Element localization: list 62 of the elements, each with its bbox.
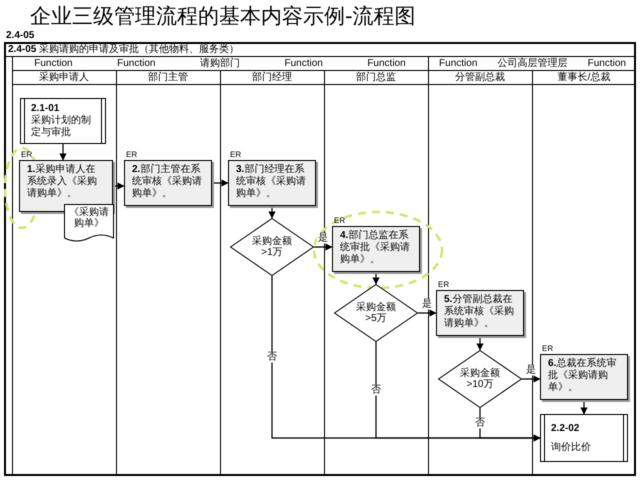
lane-name: 分管副总裁 — [455, 72, 505, 84]
system-tag: ER — [334, 216, 346, 225]
flow-arrow — [522, 375, 541, 383]
header-label: 公司高层管理层 — [498, 58, 568, 70]
system-tag: ER — [542, 344, 554, 353]
condition-text: 采购金额>5万 — [356, 302, 396, 324]
step-text: 2.部门主管在系统审核《采购请购单》。 — [132, 164, 203, 200]
edge-label: 否 — [266, 352, 278, 362]
lane-name: 部门经理 — [252, 72, 292, 84]
header-label: Function — [439, 58, 478, 70]
edge-label: 否 — [370, 384, 382, 396]
condition-text: 采购金额>10万 — [460, 368, 500, 390]
edge-label: 是 — [317, 232, 329, 244]
flow-arrow — [212, 179, 229, 187]
step-text: 1.采购申请人在系统录入《采购请购单》。 — [27, 164, 98, 200]
flow-arrow — [314, 243, 333, 251]
system-tag: ER — [438, 280, 450, 289]
lane-name: 采购申请人 — [39, 72, 89, 84]
lane-name: 董事长/总裁 — [558, 72, 610, 84]
step-text: 5.分管副总裁在系统审核《采购请购单》。 — [444, 294, 515, 330]
header-label: Function — [367, 58, 406, 70]
diagram-code: 2.4-05 — [6, 30, 34, 42]
subprocess-box — [540, 414, 628, 462]
step-text: 询价比价 — [551, 442, 591, 454]
decision-diamond — [438, 350, 522, 408]
step-text: 6.总裁在系统审批《采购请购单》。 — [548, 358, 618, 394]
step-text: 3.部门经理在系统审核《采购请购单》。 — [236, 164, 307, 200]
step-text: 2.1-01 — [31, 103, 60, 114]
step-text: 2.2-02 — [551, 422, 580, 434]
document-text: 《采购请购单》 — [69, 207, 109, 229]
flow-arrow — [479, 408, 541, 442]
step-text: 采购计划的制定与审批 — [31, 115, 92, 139]
step-text: 4.部门总监在系统审批《采购请购单》。 — [340, 230, 411, 266]
system-tag: ER — [21, 150, 32, 159]
lane-name: 部门主管 — [148, 72, 188, 84]
process-box — [228, 160, 316, 206]
edge-label: 是 — [421, 298, 433, 310]
lane-name: 部门总监 — [356, 72, 396, 84]
header-label: Function — [588, 58, 626, 70]
system-tag: ER — [126, 150, 138, 159]
flow-arrow — [476, 336, 484, 351]
page-title: 企业三级管理流程的基本内容示例-流程图 — [30, 3, 416, 30]
process-box — [332, 226, 420, 272]
header-label: Function — [117, 58, 156, 70]
header-label: 请购部门 — [200, 58, 240, 70]
subprocess-box — [20, 98, 106, 144]
decision-diamond — [230, 218, 314, 276]
edge-label: 是 — [525, 364, 537, 376]
process-box — [540, 354, 628, 400]
decision-diamond — [334, 284, 418, 342]
process-title: 2.4-05 采购请购的申请及审批（其他物料、服务类） — [8, 44, 240, 56]
edge-label: 否 — [474, 418, 486, 428]
flow-arrow — [418, 309, 437, 317]
flow-arrow — [580, 400, 588, 415]
process-box — [124, 160, 212, 206]
flow-arrow — [59, 144, 67, 161]
process-box — [436, 290, 524, 336]
condition-text: 采购金额>1万 — [252, 236, 292, 258]
header-label: Function — [284, 58, 323, 70]
system-tag: ER — [230, 150, 242, 159]
document-shape — [64, 204, 114, 244]
header-label: Function — [34, 58, 73, 70]
